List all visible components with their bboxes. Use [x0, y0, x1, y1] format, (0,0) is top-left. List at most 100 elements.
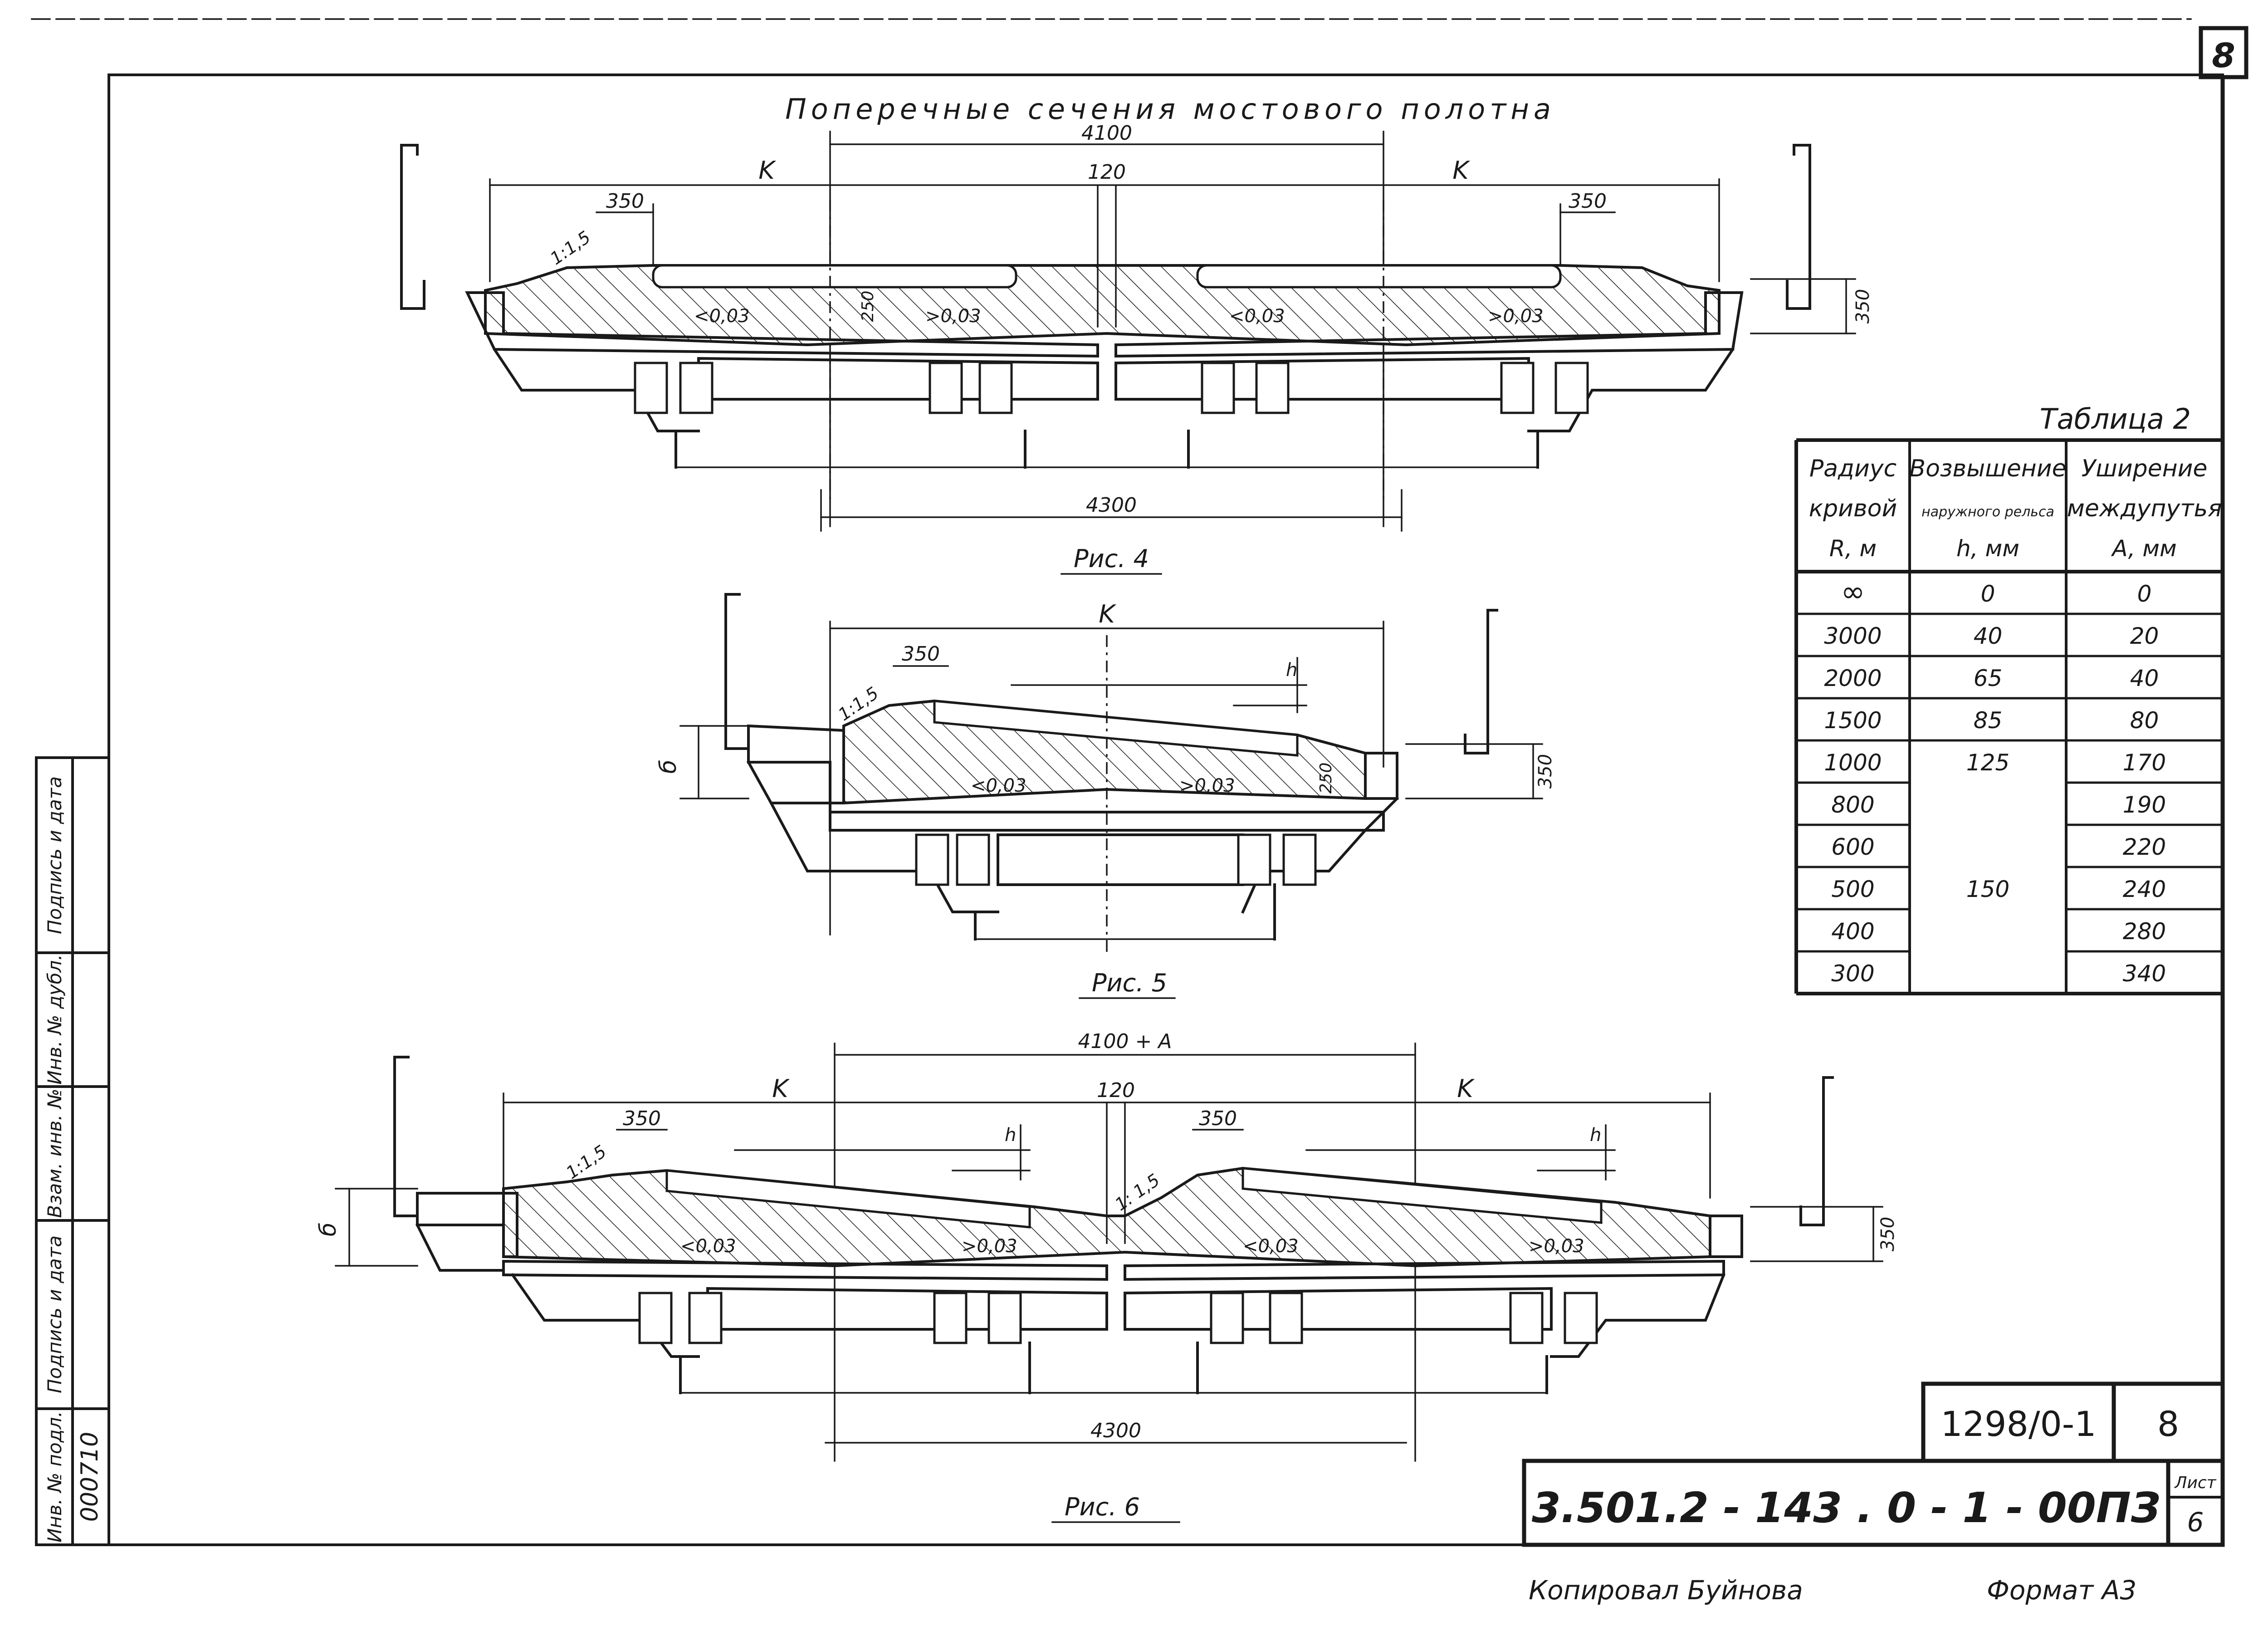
table-cell: 190	[2123, 792, 2166, 818]
table-cell: 80	[2130, 707, 2159, 734]
table-cell: 40	[2130, 665, 2159, 691]
side-stamp	[35, 756, 110, 1546]
table-header-cell: междупутья	[2067, 495, 2222, 522]
dimension-k: K	[1099, 600, 1116, 628]
slope-left-2: <0,03	[1243, 1236, 1299, 1257]
dimension-h-right: h	[1590, 1125, 1601, 1146]
sheet-format: Формат A3	[1987, 1575, 2136, 1606]
side-stamp-label-4: Инв. № дубл.	[44, 954, 66, 1084]
dimension-h: h	[1286, 660, 1297, 681]
table-merged-cell: 150	[1966, 876, 2009, 902]
side-stamp-label-1: Инв. № подл.	[44, 1411, 66, 1543]
table-header-cell: R, м	[1829, 535, 1877, 562]
dimension-height-350: 350	[1877, 1217, 1898, 1251]
parapet-right	[1786, 144, 1811, 310]
dimension-k-left: K	[772, 1074, 790, 1103]
dimension-b: б	[655, 760, 681, 774]
sheet-number: 6	[2187, 1507, 2204, 1538]
slope-left: <0,03	[971, 775, 1026, 796]
table-header-cell: Возвышение	[1909, 455, 2066, 482]
table-cell: 85	[1974, 707, 2003, 734]
slope-right-2: >0,03	[1529, 1236, 1584, 1257]
figure-6-caption: Рис. 6	[1065, 1493, 1140, 1521]
table-cell: 340	[2123, 960, 2166, 987]
table-header-cell: h, мм	[1956, 535, 2019, 562]
inventory-number: 000710	[76, 1432, 103, 1522]
figure-5-caption: Рис. 5	[1092, 969, 1167, 997]
table-cell: 220	[2123, 834, 2166, 860]
table-cell: 3000	[1824, 623, 1882, 649]
slope-right-2: >0,03	[1488, 306, 1544, 327]
title-stamp	[1522, 1381, 2225, 1547]
table-cell: ∞	[1841, 575, 1865, 609]
dimension-k-left: K	[758, 156, 776, 185]
parapet-left	[400, 144, 425, 310]
dimension-b: б	[315, 1223, 341, 1237]
dimension-4300: 4300	[1086, 494, 1137, 517]
table-cell: 240	[2123, 876, 2166, 902]
figure-6-section: 4100 + A K K 120 350 350 h h	[315, 1030, 1898, 1523]
table-title: Таблица 2	[2040, 402, 2191, 436]
dimension-350-right: 350	[1199, 1107, 1237, 1130]
table-2: Радиус кривой R, м Возвышение наружного рель…	[1794, 438, 2224, 995]
dimension-4300: 4300	[1090, 1419, 1141, 1442]
dimension-height-350: 350	[1535, 754, 1556, 789]
sheet-label: Лист	[2174, 1474, 2216, 1492]
table-cell: 500	[1831, 876, 1874, 902]
dimension-250: 250	[859, 291, 877, 322]
table-cell: 2000	[1824, 665, 1882, 691]
slope-left-1: <0,03	[680, 1236, 736, 1257]
table-cell: 400	[1831, 918, 1874, 945]
dimension-height-350: 350	[1853, 289, 1873, 323]
dimension-4100: 4100	[1081, 122, 1132, 145]
table-header-cell: A, мм	[2111, 535, 2176, 562]
reference-code: 1298/0-1	[1941, 1404, 2096, 1444]
figure-4-caption: Рис. 4	[1074, 544, 1149, 573]
reference-sheet: 8	[2157, 1404, 2179, 1444]
slope-1-1-5: 1:1,5	[547, 227, 594, 269]
table-header-cell: кривой	[1809, 495, 1897, 522]
table-cell: 40	[1974, 623, 2003, 649]
slope-right-1: >0,03	[962, 1236, 1017, 1257]
document-code: 3.501.2 - 143 . 0 - 1 - 00ПЗ	[1532, 1484, 2160, 1532]
table-cell: 0	[2137, 581, 2152, 607]
copied-by: Копировал Буйнова	[1529, 1575, 1803, 1606]
dimension-120: 120	[1088, 161, 1126, 184]
dimension-350-left: 350	[623, 1107, 661, 1130]
table-header-cell: Уширение	[2082, 455, 2208, 482]
dimension-350-right: 350	[1569, 190, 1607, 213]
figure-5-section: K 350 h б 350 250	[655, 593, 1556, 999]
table-cell: 800	[1831, 792, 1874, 818]
page-title: Поперечные сечения мостового полотна	[785, 93, 1555, 126]
table-cell: 1500	[1824, 707, 1882, 734]
dimension-k-right: K	[1457, 1074, 1475, 1103]
slab-right-fig4	[1114, 291, 1744, 358]
table-cell: 300	[1831, 960, 1874, 987]
table-cell: 170	[2123, 749, 2166, 776]
side-stamp-label-2: Подпись и дата	[44, 1235, 66, 1393]
side-stamp-label-5: Подпись и дата	[44, 776, 66, 934]
dimension-h-left: h	[1005, 1125, 1016, 1146]
dimension-k-right: K	[1452, 156, 1470, 185]
dimension-4100-plus-a: 4100 + A	[1078, 1030, 1172, 1053]
table-cell: 600	[1831, 834, 1874, 860]
table-header-cell: наружного рельса	[1921, 504, 2054, 520]
table-cell: 280	[2123, 918, 2166, 945]
slope-right-1: >0,03	[925, 306, 981, 327]
side-stamp-label-3: Взам. инв. №	[44, 1088, 66, 1218]
slope-left-1: <0,03	[694, 306, 750, 327]
table-cell: 125	[1966, 749, 2009, 776]
table-header-cell: Радиус	[1809, 455, 1897, 482]
table-cell: 1000	[1824, 749, 1882, 776]
table-cell: 65	[1974, 665, 2003, 691]
corner-sheet-number: 8	[2212, 36, 2235, 75]
dimension-350: 350	[902, 642, 940, 666]
dimension-350-left: 350	[606, 190, 644, 213]
table-cell: 0	[1981, 581, 1995, 607]
table-cell: 20	[2130, 623, 2159, 649]
dimension-250: 250	[1317, 763, 1335, 794]
slope-right: >0,03	[1179, 775, 1235, 796]
slope-left-2: <0,03	[1229, 306, 1285, 327]
figure-4-section: 4100 K K 120 350 350	[400, 122, 1873, 575]
